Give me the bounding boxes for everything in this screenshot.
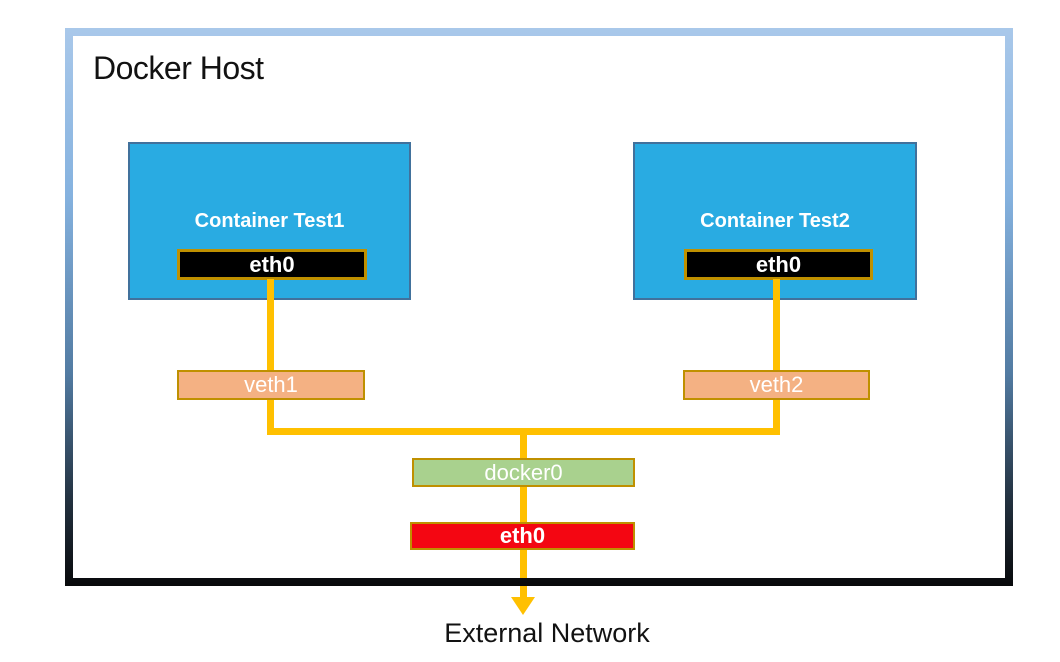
external-network-label: External Network bbox=[444, 618, 650, 648]
docker0-bridge-label: docker0 bbox=[484, 459, 563, 485]
host-eth0-label: eth0 bbox=[499, 523, 546, 548]
connector-line-container1-to-bus bbox=[267, 279, 274, 435]
connector-line-bus-to-host-eth0 bbox=[520, 428, 527, 578]
host-eth0-box: eth0 bbox=[410, 522, 635, 550]
container-test1-label: Container Test1 bbox=[194, 210, 345, 232]
container-test1-box: Container Test1 eth0 bbox=[128, 142, 411, 300]
veth1-box: veth1 bbox=[177, 370, 365, 400]
container-test2-eth0-box: eth0 bbox=[684, 249, 873, 280]
docker-host-frame bbox=[65, 28, 1013, 586]
container-test2-box: Container Test2 eth0 bbox=[633, 142, 917, 300]
docker-host-title: Docker Host bbox=[93, 50, 264, 86]
connector-line-external-stem bbox=[520, 586, 527, 598]
veth1-label: veth1 bbox=[244, 372, 298, 397]
docker0-bridge-box: docker0 bbox=[412, 458, 635, 487]
veth2-box: veth2 bbox=[683, 370, 870, 400]
container-test2-label: Container Test2 bbox=[700, 210, 850, 232]
arrow-down-icon bbox=[511, 597, 535, 615]
container-test1-eth0-box: eth0 bbox=[177, 249, 367, 280]
container-test2-eth0-label: eth0 bbox=[755, 251, 802, 277]
container-test1-eth0-label: eth0 bbox=[249, 251, 295, 277]
connector-line-container2-to-bus bbox=[773, 279, 780, 435]
docker-host-inner-area bbox=[73, 36, 1005, 578]
veth2-label: veth2 bbox=[749, 372, 804, 397]
